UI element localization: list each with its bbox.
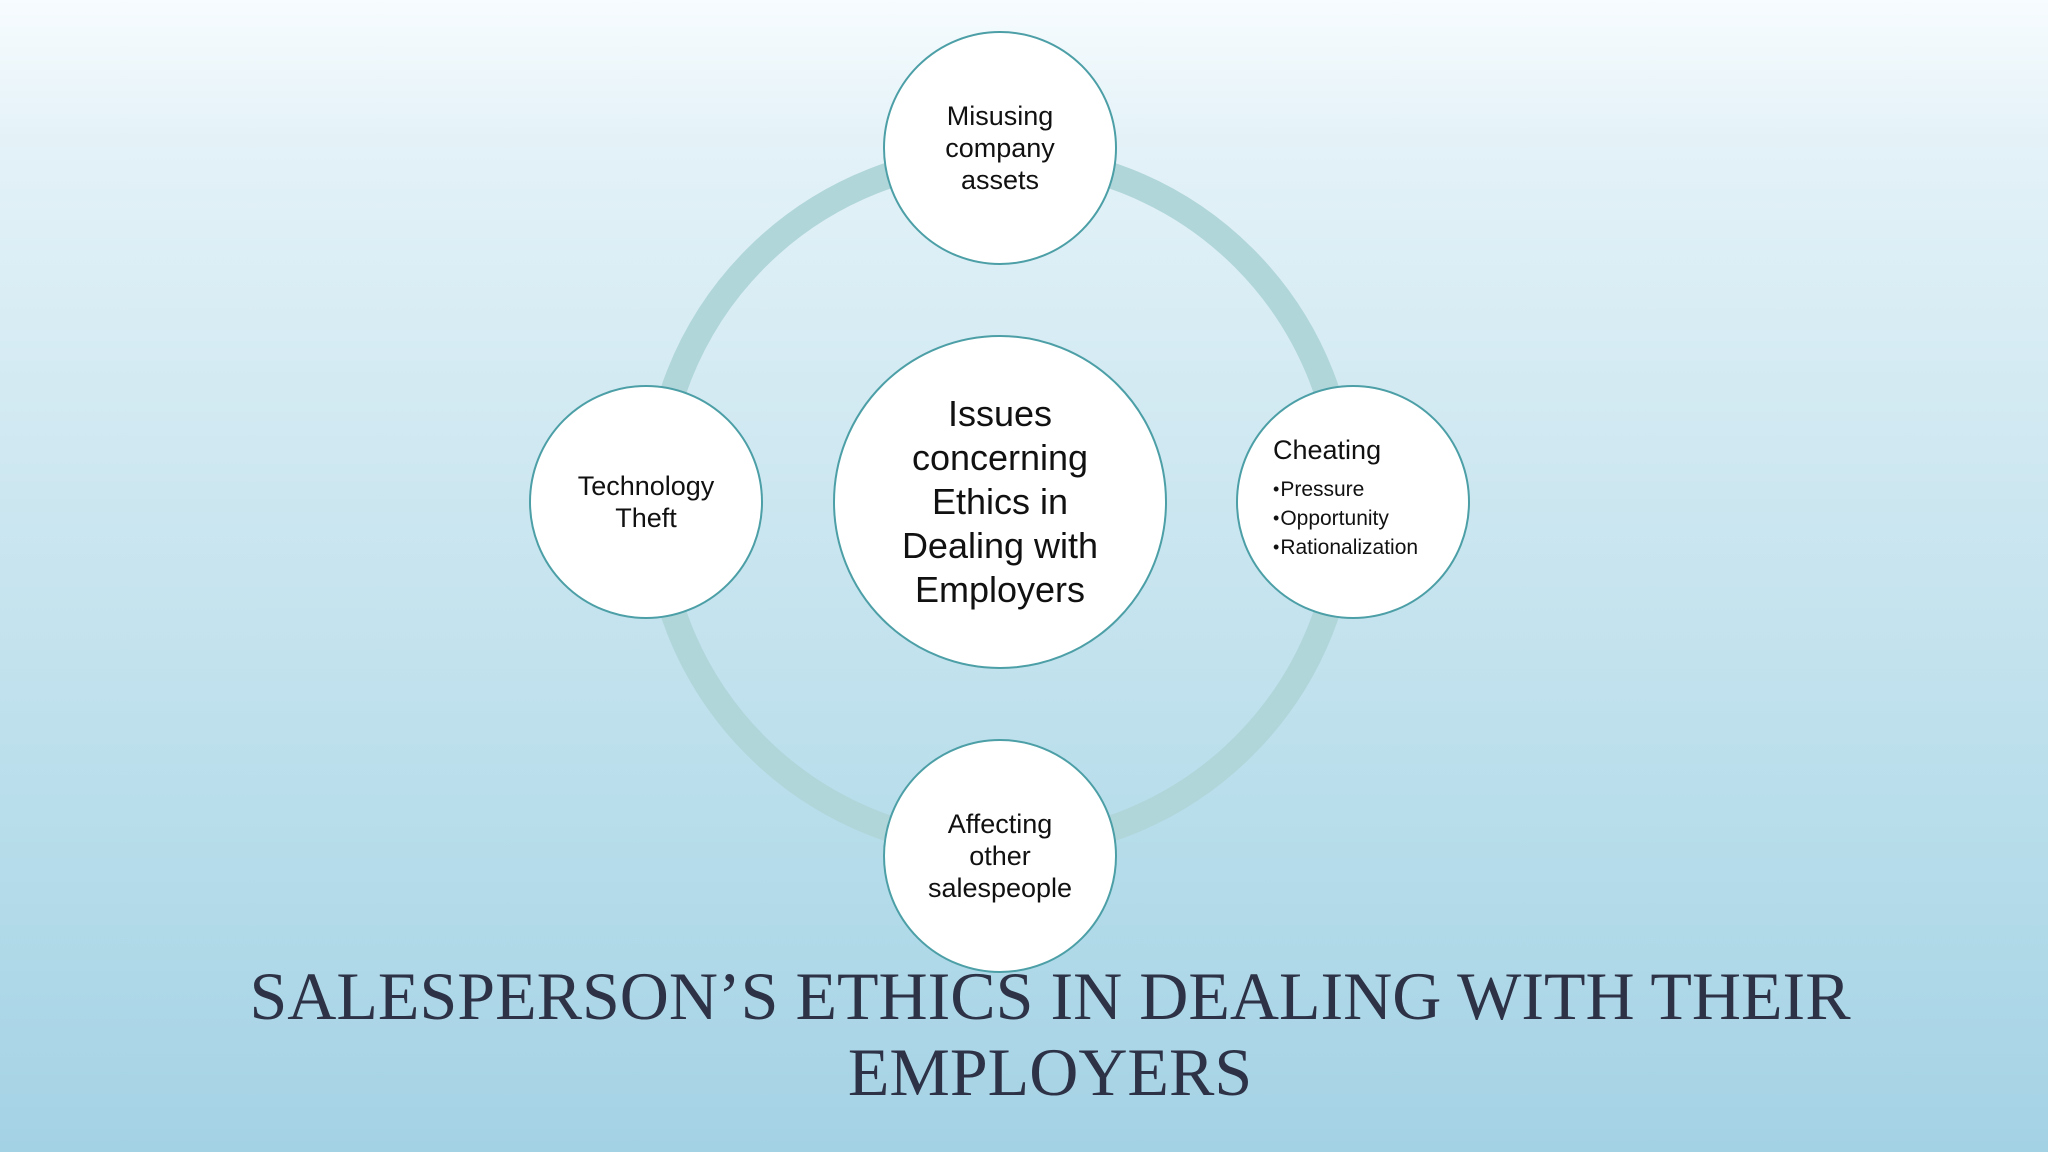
node-cheating: Cheating Pressure Opportunity Rationaliz… — [1236, 385, 1470, 619]
bullet-rationalization: Rationalization — [1273, 533, 1418, 562]
node-technology-theft: Technology Theft — [529, 385, 763, 619]
cheating-content: Cheating Pressure Opportunity Rationaliz… — [1238, 433, 1418, 562]
bullet-opportunity: Opportunity — [1273, 504, 1418, 533]
bullet-pressure: Pressure — [1273, 475, 1418, 504]
node-affecting-other-salespeople-label: Affecting other salespeople — [927, 809, 1073, 903]
node-technology-theft-label: Technology Theft — [577, 471, 715, 533]
cheating-bullet-list: Pressure Opportunity Rationalization — [1273, 475, 1418, 562]
node-misusing-company-assets: Misusing company assets — [883, 31, 1117, 265]
center-node-label: Issues concerning Ethics in Dealing with… — [901, 393, 1099, 610]
center-node: Issues concerning Ethics in Dealing with… — [833, 335, 1167, 669]
slide-title: SALESPERSON’S ETHICS IN DEALING WITH THE… — [249, 958, 1851, 1110]
node-misusing-company-assets-label: Misusing company assets — [945, 101, 1055, 195]
node-cheating-label: Cheating — [1273, 434, 1382, 465]
node-affecting-other-salespeople: Affecting other salespeople — [883, 739, 1117, 973]
